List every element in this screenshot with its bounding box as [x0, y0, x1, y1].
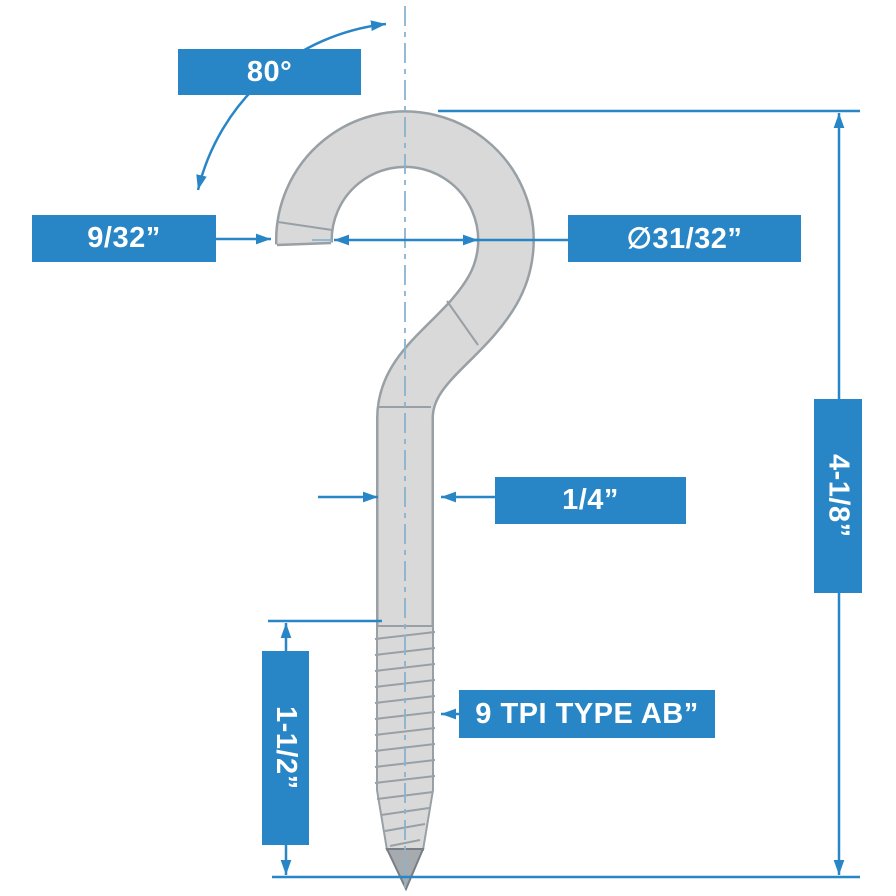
- hook-seam-lower: [446, 300, 479, 346]
- thread-length-label: 1-1/2”: [262, 651, 309, 845]
- thread-length-label-text: 1-1/2”: [270, 706, 302, 790]
- angle-label-text: 80°: [246, 55, 293, 88]
- hook-gap-label: 9/32”: [32, 215, 216, 262]
- thread-spec-label-text: 9 TPI TYPE AB”: [475, 697, 699, 730]
- angle-label: 80°: [178, 49, 361, 95]
- hook-diameter-label: ∅31/32”: [568, 215, 801, 262]
- overall-length-label-text: 4-1/8”: [822, 454, 855, 538]
- shaft-diameter-label-text: 1/4”: [562, 484, 619, 516]
- hook-seam-upper: [277, 221, 333, 231]
- hook-cut-face: [276, 241, 332, 247]
- shaft-diameter-label: 1/4”: [495, 477, 686, 524]
- hook-gap-label-text: 9/32”: [87, 222, 161, 254]
- hook-diameter-label-text: ∅31/32”: [626, 223, 743, 255]
- overall-length-label: 4-1/8”: [814, 399, 862, 593]
- hook-body: [274, 110, 535, 628]
- thread-spec-label: 9 TPI TYPE AB”: [459, 690, 715, 738]
